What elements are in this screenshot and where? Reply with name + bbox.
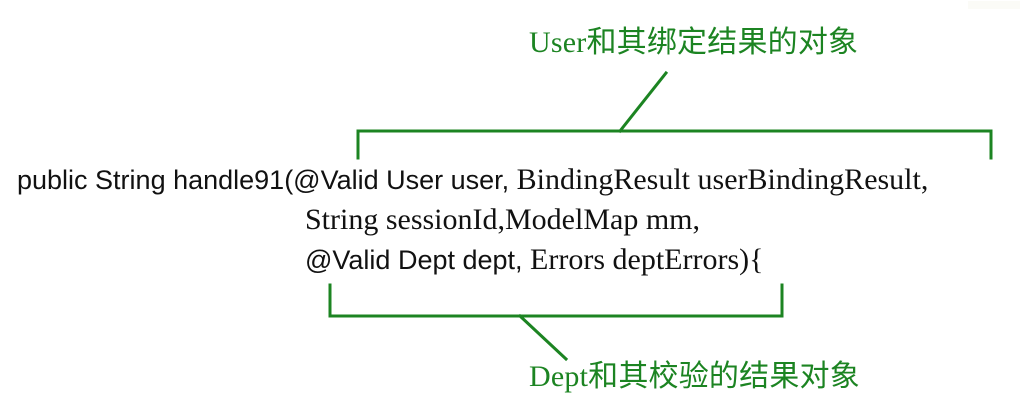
code-segment: BindingResult userBindingResult, <box>509 163 929 196</box>
leader-line-top <box>617 70 669 134</box>
code-line: String sessionId,ModelMap mm, <box>0 200 1021 240</box>
code-segment: @Valid Dept dept, <box>305 245 523 275</box>
code-line: public String handle91(@Valid User user,… <box>0 160 1021 200</box>
annotation-label-bottom: Dept和其校验的结果对象 <box>529 360 860 393</box>
annotation-label-top: User和其绑定结果的对象 <box>529 26 859 59</box>
bracket-top <box>356 129 993 160</box>
code-segment: public String handle91(@Valid User user, <box>17 165 510 195</box>
code-block: public String handle91(@Valid User user,… <box>0 160 1021 280</box>
code-segment: Errors deptErrors){ <box>522 243 764 276</box>
scan-artifact <box>968 1 1020 9</box>
bracket-bottom <box>328 283 784 318</box>
code-line: @Valid Dept dept, Errors deptErrors){ <box>0 240 1021 280</box>
leader-line-bottom <box>517 313 569 362</box>
code-segment: String sessionId,ModelMap mm, <box>305 203 700 236</box>
